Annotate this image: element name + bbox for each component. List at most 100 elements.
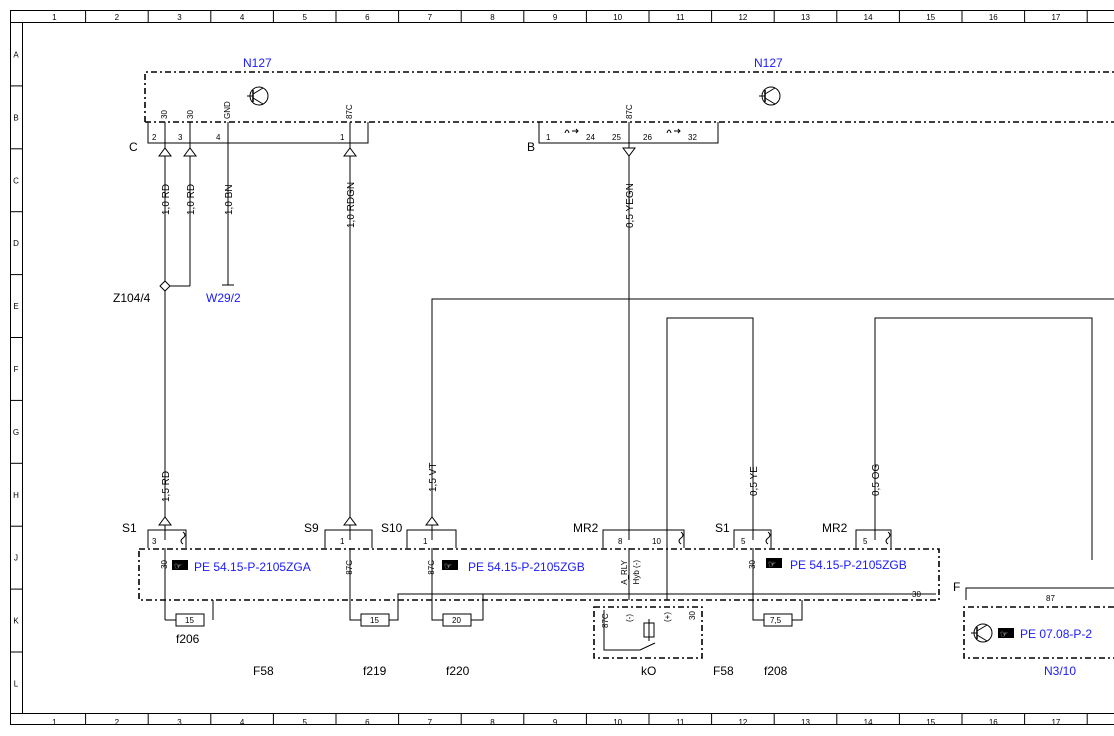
wire-label-ye: 0,5 YE [749,466,760,496]
pin-c-1-num: 1 [340,133,345,142]
reference-link-2[interactable]: PE 54.15-P-2105ZGB [468,560,585,574]
connector-s1b-body [733,529,772,548]
transistor-icon [759,86,781,106]
n127-left-label: N127 [243,56,272,70]
pin-mr2b-num: 5 [863,537,868,546]
column-label: 7 [428,718,433,727]
wire-label-og: 0,5 OG [871,464,882,496]
reference-icon: ☞ [766,558,782,569]
fuse-f208-rating: 7,5 [770,616,782,625]
column-label: 16 [989,718,998,727]
row-label: G [13,428,19,437]
w29-label: W29/2 [206,291,241,305]
fuse-f220-out [471,594,484,621]
n3-pin-87: 87 [1046,594,1055,603]
wire-vt [431,298,1114,540]
connector-f-label: F [953,580,960,594]
row-label: H [13,491,19,500]
n3-label: N3/10 [1044,664,1076,678]
connector-s9-body [324,529,373,548]
reference-link-1[interactable]: PE 54.15-P-2105ZGA [194,560,311,574]
plug-arrow-icon [158,516,172,526]
plug-arrow-icon [622,147,636,157]
column-label: 1 [52,13,57,22]
pin-c-4-label: GND [223,101,232,119]
n127-box-top [144,71,1114,122]
connector-mr2a-body [602,529,685,548]
connector-s1a-label: S1 [122,521,137,535]
column-label: 12 [738,13,747,22]
svg-text:☞: ☞ [444,561,452,571]
column-label: 13 [801,718,810,727]
row-label: K [13,617,19,626]
column-label: 6 [365,718,370,727]
column-label: 2 [115,718,120,727]
transistor-icon [247,86,269,106]
column-label: 4 [240,13,245,22]
inner-pin-9: (+) [663,612,672,622]
connector-b-label: B [527,140,535,154]
f58-module-box [138,548,940,601]
row-label: L [14,679,19,688]
z104-label: Z104/4 [113,291,151,305]
pin-c-4-num: 4 [216,133,221,142]
pin-b-24-num: 24 [586,133,595,142]
wire-og [874,317,1093,560]
wire-label-b25: 0,5 YEGN [625,183,636,228]
plug-arrow-icon [343,516,357,526]
inner-pin-10: 30 [688,611,697,620]
column-label: 14 [864,718,873,727]
grid-ruler: 1122334455667788991010111112121313141415… [10,10,1088,727]
column-label: 6 [365,13,370,22]
column-label: 12 [738,718,747,727]
row-label: A [13,50,19,59]
row-label: F [14,365,19,374]
n127-right-label: N127 [754,56,783,70]
svg-text:☞: ☞ [1000,629,1008,639]
column-label: 14 [864,13,873,22]
fuse-f219-rating: 15 [370,616,379,625]
column-label: 5 [302,13,307,22]
f58-right-label: F58 [713,664,734,678]
fuse-f220-rating: 20 [452,616,461,625]
pin-b-26-num: 26 [643,133,652,142]
connector-c-body [147,122,369,144]
row-label: E [13,302,18,311]
column-label: 11 [676,718,685,727]
column-label: 3 [177,718,182,727]
row-label: C [13,176,19,185]
relay-ko-label: kO [641,664,656,678]
fuse-f208-lead [752,548,764,621]
connector-mr2a-label: MR2 [573,521,599,535]
shield-coil-icon [885,531,891,545]
pin-s1a-num: 3 [152,537,157,546]
row-label: D [13,239,19,248]
wire-label-c2: 1,0 RD [161,184,172,215]
wire-ye [666,317,754,600]
column-label: 4 [240,718,245,727]
switch-icon [666,128,681,134]
column-label: 17 [1051,718,1060,727]
connector-s10-label: S10 [381,521,403,535]
pin-b-32-num: 32 [688,133,697,142]
column-label: 11 [676,13,685,22]
reference-link-4[interactable]: PE 07.08-P-2 [1020,627,1092,641]
pin-c-2-label: 30 [160,110,169,119]
svg-text:☞: ☞ [174,561,182,571]
splice-icon [159,280,171,292]
pin-mr2a-1-num: 8 [618,537,623,546]
wire-label-c1: 1,0 RDGN [346,182,357,228]
plug-arrow-icon [343,147,357,157]
pin-s1b-num: 5 [741,537,746,546]
row-label: J [14,554,18,563]
wire-label-c4: 1,0 BN [224,184,235,215]
shield-coil-icon [765,531,771,545]
pin-b-1-num: 1 [546,133,551,142]
inner-pin-4: A_RLY [620,559,629,584]
column-label: 9 [553,13,558,22]
svg-text:☞: ☞ [768,559,776,569]
fuse-f220-label: f220 [446,664,470,678]
reference-link-3[interactable]: PE 54.15-P-2105ZGB [790,558,907,572]
column-label: 7 [428,13,433,22]
